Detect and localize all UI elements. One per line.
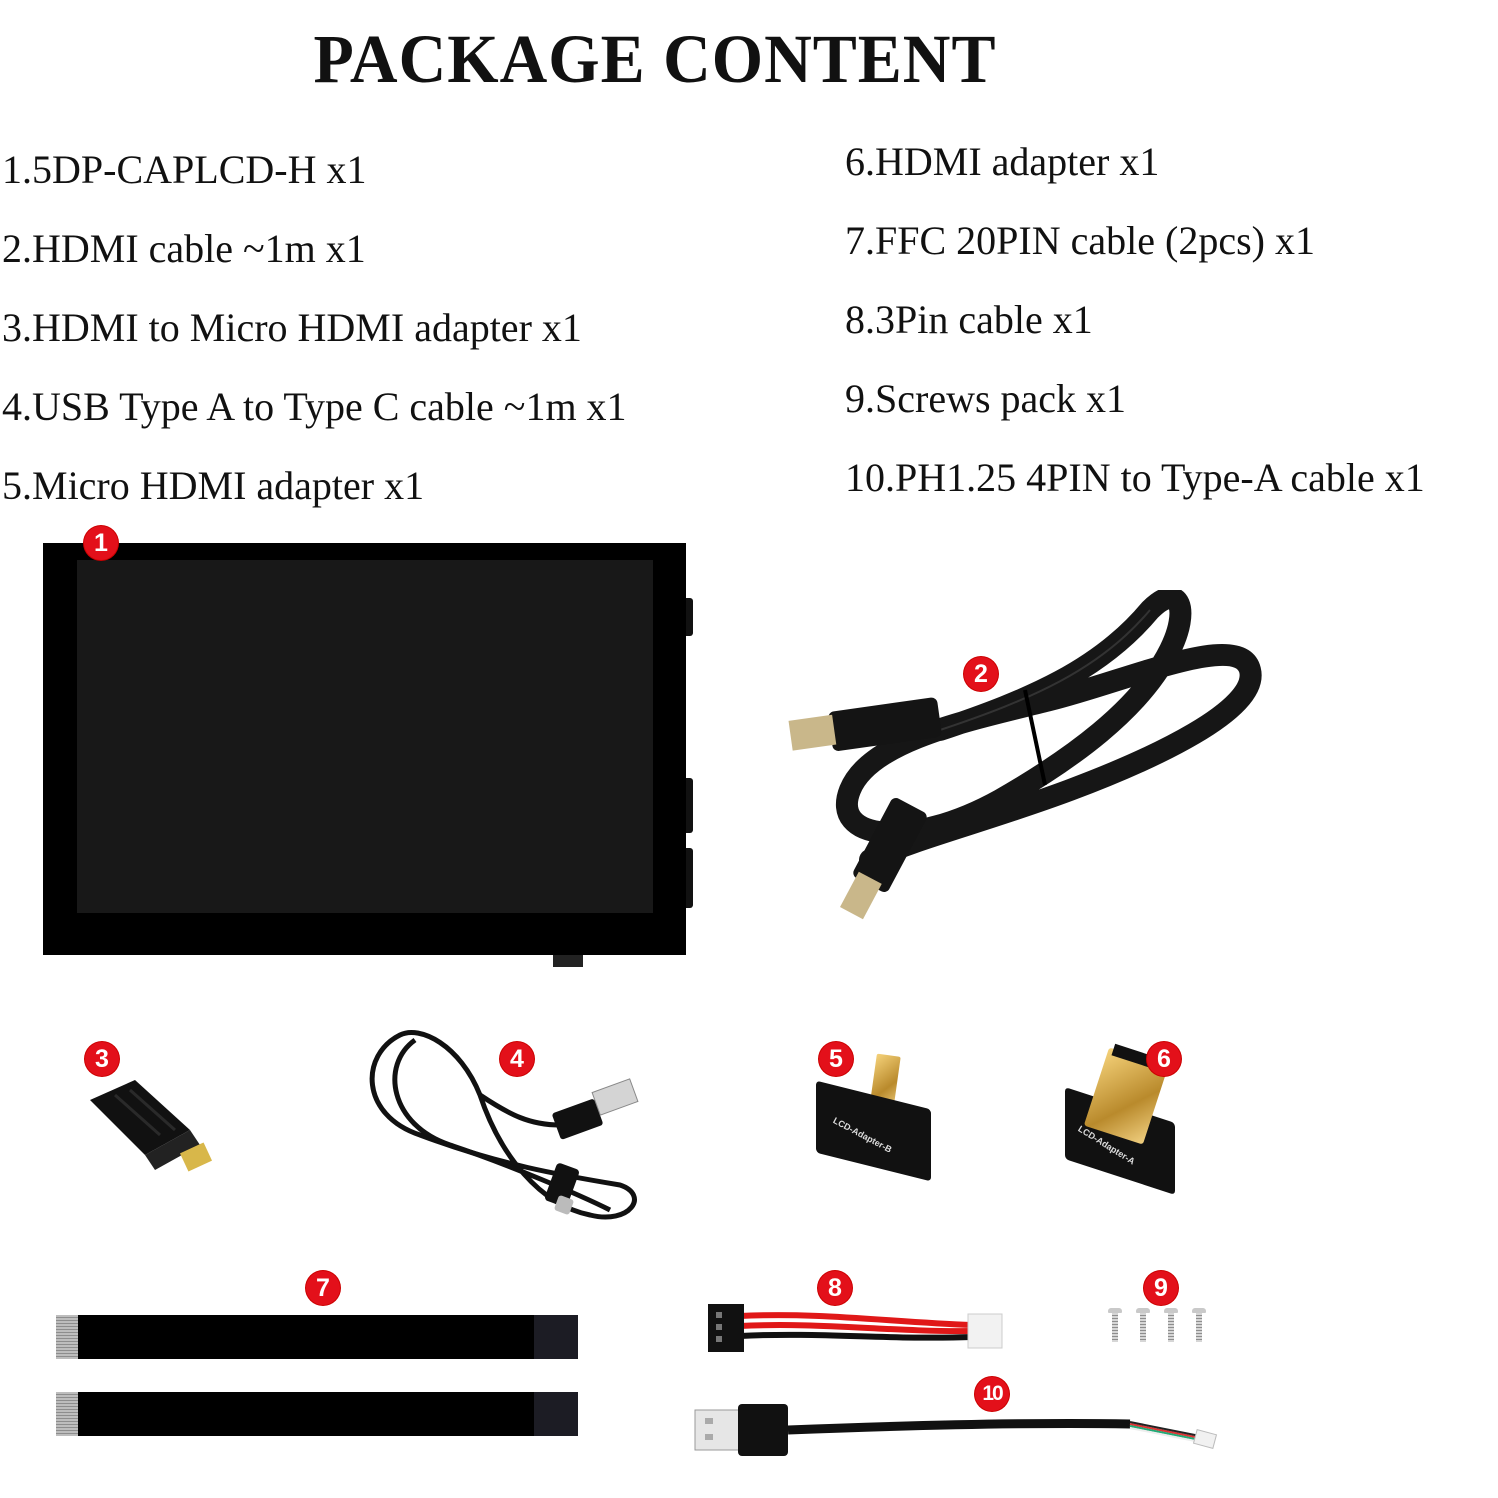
badge-5: 5 — [819, 1042, 853, 1076]
list-item: 8.3Pin cable x1 — [845, 297, 1093, 342]
ffc-contacts — [56, 1392, 78, 1436]
badge-4: 4 — [500, 1042, 534, 1076]
ffc-contacts — [56, 1315, 78, 1359]
package-list-left: 1.5DP-CAPLCD-H x1 2.HDMI cable ~1m x1 3.… — [2, 130, 627, 525]
side-port — [686, 848, 693, 908]
list-item: 7.FFC 20PIN cable (2pcs) x1 — [845, 218, 1315, 263]
usb-a-to-c-cable-image — [369, 1030, 639, 1220]
hdmi-cable-image — [788, 590, 1262, 920]
sd-slot — [553, 955, 583, 967]
side-port — [686, 778, 693, 833]
screw-icon — [1108, 1308, 1122, 1342]
ffc-cable-image — [56, 1315, 578, 1359]
screw-icon — [1136, 1308, 1150, 1342]
side-button — [686, 598, 693, 636]
screw-icon — [1192, 1308, 1206, 1342]
lcd-screen — [77, 560, 653, 913]
list-item: 4.USB Type A to Type C cable ~1m x1 — [2, 384, 627, 429]
screw-icon — [1164, 1308, 1178, 1342]
3pin-cable-image — [708, 1304, 1003, 1352]
badge-1: 1 — [84, 526, 118, 560]
list-item: 1.5DP-CAPLCD-H x1 — [2, 147, 367, 192]
adapter-board — [816, 1080, 931, 1182]
badge-3: 3 — [85, 1042, 119, 1076]
page-title: PACKAGE CONTENT — [313, 21, 997, 98]
lcd-display-image — [43, 543, 693, 967]
list-item: 3.HDMI to Micro HDMI adapter x1 — [2, 305, 582, 350]
badge-10: 10 — [975, 1377, 1009, 1411]
list-item: 10.PH1.25 4PIN to Type-A cable x1 — [845, 455, 1425, 500]
ffc-stiffener — [534, 1315, 578, 1359]
ph125-to-usb-a-cable-image — [694, 1404, 1218, 1456]
list-item: 2.HDMI cable ~1m x1 — [2, 226, 366, 271]
ffc-stiffener — [534, 1392, 578, 1436]
list-item: 6.HDMI adapter x1 — [845, 139, 1160, 184]
package-list-right: 6.HDMI adapter x1 7.FFC 20PIN cable (2pc… — [845, 122, 1425, 517]
badge-6: 6 — [1147, 1042, 1181, 1076]
ffc-cable-image — [56, 1392, 578, 1436]
badge-2: 2 — [964, 657, 998, 691]
badge-8: 8 — [818, 1271, 852, 1305]
list-item: 5.Micro HDMI adapter x1 — [2, 463, 425, 508]
badge-7: 7 — [306, 1271, 340, 1305]
list-item: 9.Screws pack x1 — [845, 376, 1127, 421]
badge-9: 9 — [1144, 1271, 1178, 1305]
hdmi-micro-adapter-image — [90, 1080, 213, 1172]
